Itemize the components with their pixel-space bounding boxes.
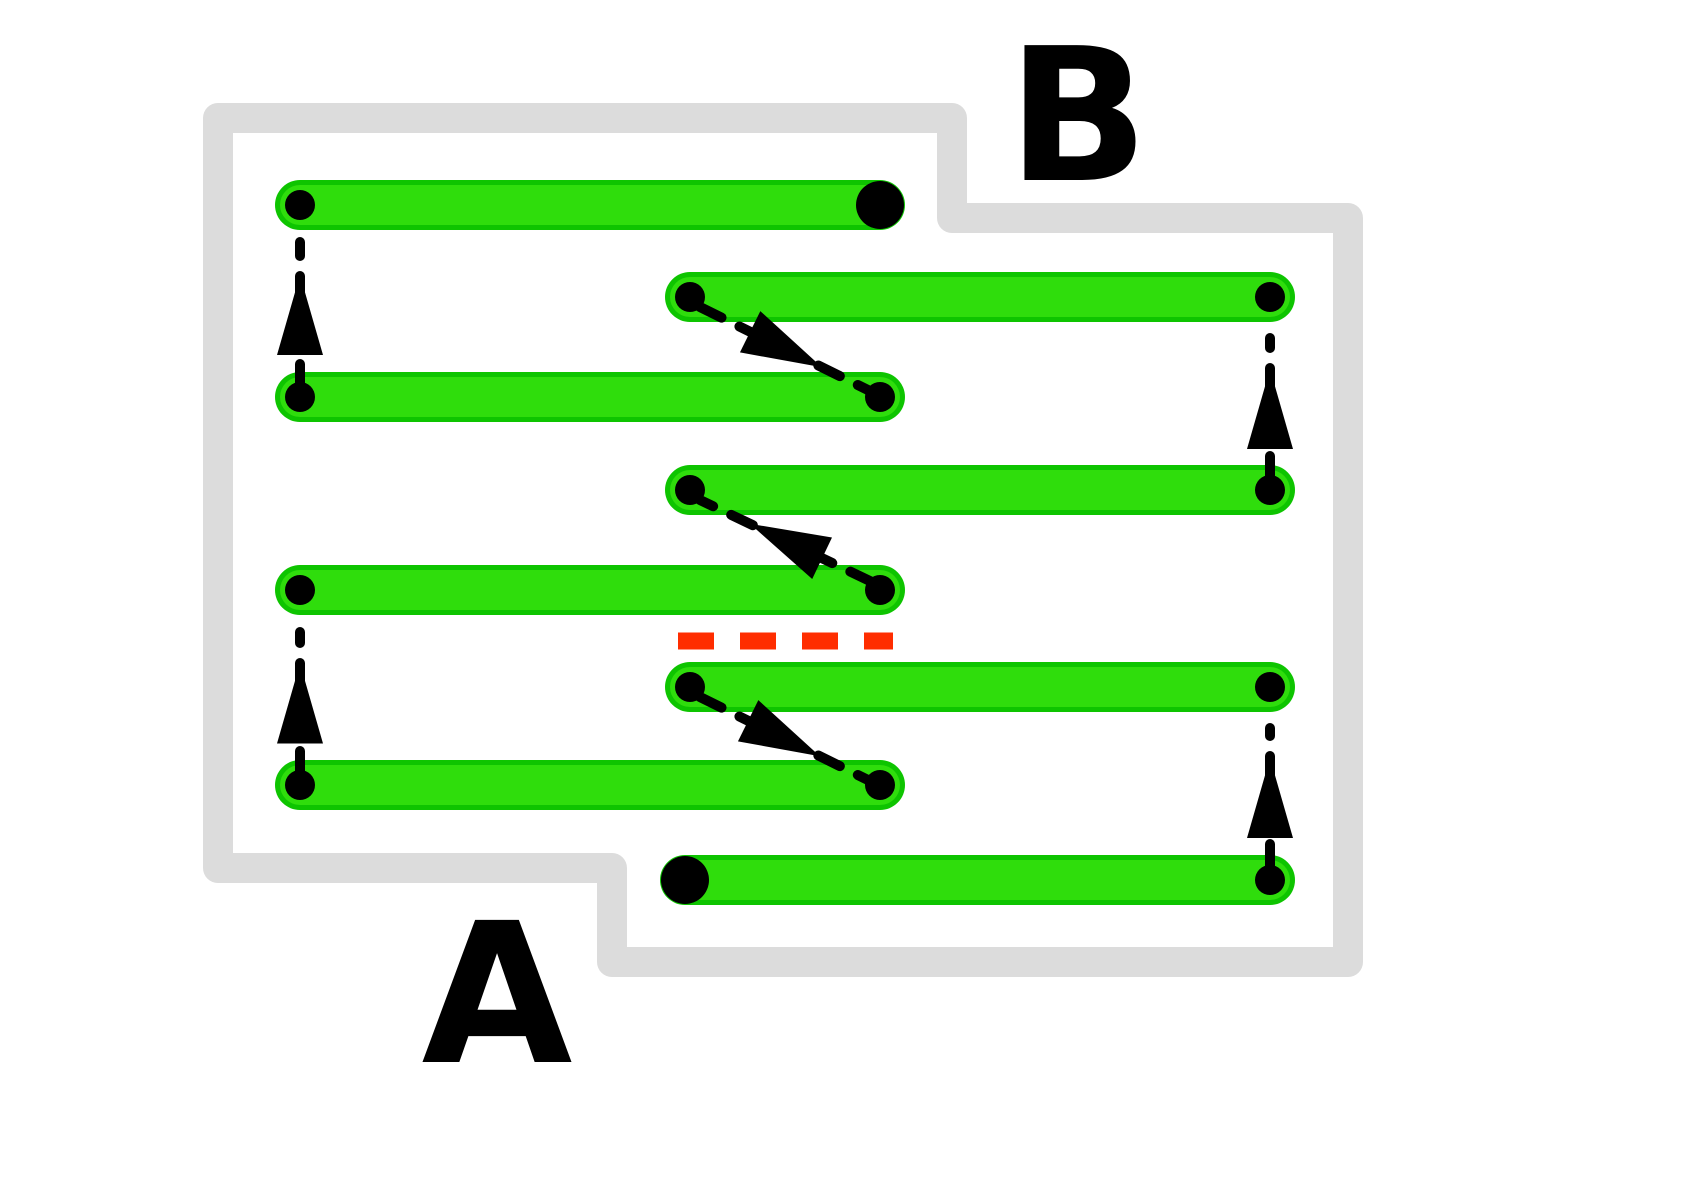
transition-arrowhead: [1247, 369, 1293, 449]
segment-endpoint: [1255, 475, 1285, 505]
segment-endpoint: [285, 575, 315, 605]
segment-endpoint: [865, 575, 895, 605]
segment-endpoint: [856, 181, 904, 229]
segment-endpoint: [285, 190, 315, 220]
segment-endpoint: [865, 770, 895, 800]
transition-arrowhead: [277, 663, 323, 744]
segment-endpoint: [1255, 865, 1285, 895]
segment-endpoint: [285, 382, 315, 412]
segment-endpoint: [675, 475, 705, 505]
transition-arrowhead: [749, 523, 833, 579]
transition-arrowhead: [739, 311, 822, 368]
segment-endpoint: [661, 856, 709, 904]
segment-endpoint: [1255, 282, 1285, 312]
label-region-b: B: [1007, 8, 1148, 224]
segment-endpoint: [675, 282, 705, 312]
diagram-art: [203, 103, 1363, 977]
segment-endpoint: [865, 382, 895, 412]
transition-arrowhead: [277, 275, 323, 355]
segment-endpoint: [285, 770, 315, 800]
segment-endpoint: [1255, 672, 1285, 702]
label-region-a: A: [422, 881, 573, 1108]
segment-endpoint: [675, 672, 705, 702]
transition-arrowhead: [1247, 758, 1293, 838]
transition-arrowhead: [737, 700, 820, 757]
